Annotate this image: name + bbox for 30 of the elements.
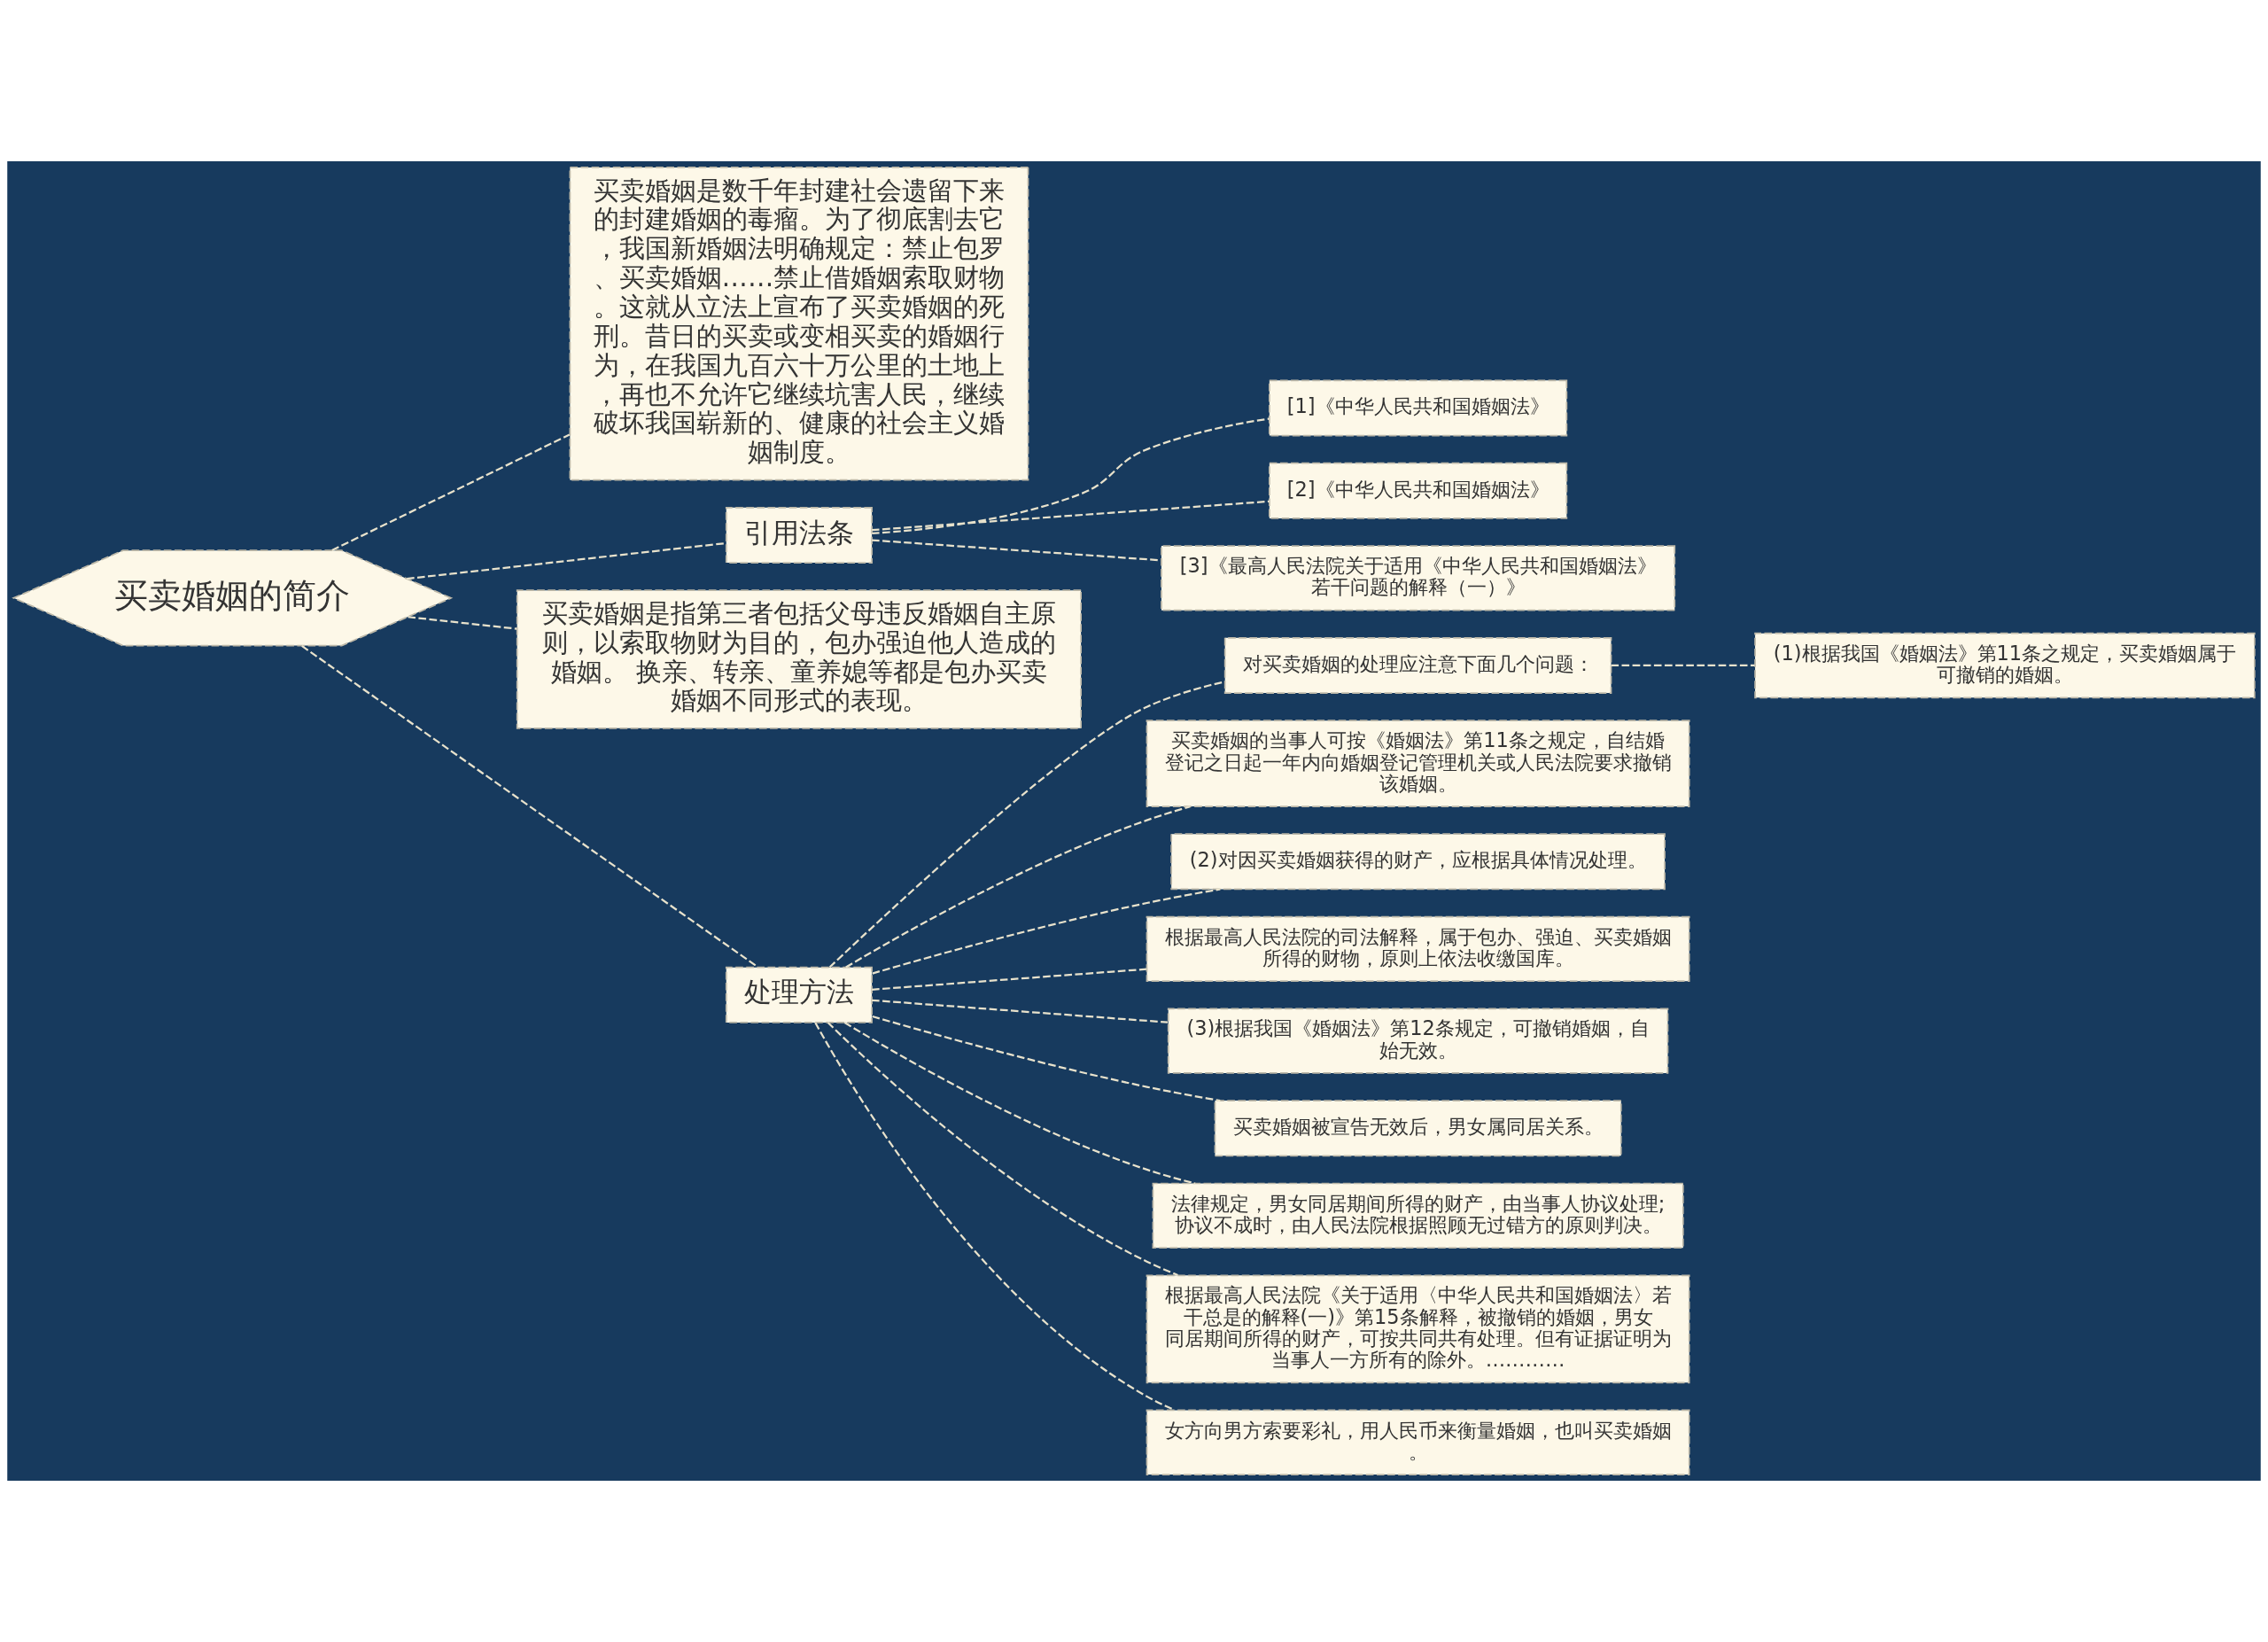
node-box: (3)根据我国《婚姻法》第12条规定，可撤销婚姻，自始无效。 <box>1167 1008 1669 1074</box>
connector <box>872 500 1270 532</box>
node-box: [2]《中华人民共和国婚姻法》 <box>1269 462 1568 519</box>
node-box: 根据最高人民法院《关于适用〈中华人民共和国婚姻法〉若干总是的解释(一)》第15条解释，被撤销的婚姻，男女同居期间所得的财产，可按共同共有处理。但有证据证明为当事人一方所有的除外。………… <box>1146 1274 1690 1384</box>
node-box: (2)对因买卖婚姻获得的财产，应根据具体情况处理。 <box>1170 833 1666 891</box>
connector <box>872 888 1221 975</box>
connector <box>1611 664 1755 667</box>
connector <box>408 616 517 630</box>
node-box: 买卖婚姻的当事人可按《婚姻法》第11条之规定，自结婚登记之日起一年内向婚姻登记管理机关或人民法院要求撤销该婚姻。 <box>1146 720 1690 807</box>
connector <box>872 968 1147 991</box>
node-box: (1)根据我国《婚姻法》第11条之规定，买卖婚姻属于可撤销的婚姻。 <box>1754 632 2256 699</box>
connector <box>843 1022 1196 1185</box>
node-box: [3]《最高人民法院关于适用《中华人民共和国婚姻法》若干问题的解释（一）》 <box>1161 545 1676 611</box>
connector <box>872 999 1169 1023</box>
node-box: 法律规定，男女同居期间所得的财产，由当事人协议处理;协议不成时，由人民法院根据照顾无过错方的原则判决。 <box>1152 1182 1684 1249</box>
node-box: 买卖婚姻是指第三者包括父母违反婚姻自主原则，以索取物财为目的，包办强迫他人造成的婚姻。 换亲、转亲、童养媳等都是包办买卖婚姻不同形式的表现。 <box>516 589 1082 729</box>
node-box: 处理方法 <box>725 966 873 1023</box>
node-box: 女方向男方索要彩礼，用人民币来衡量婚姻，也叫买卖婚姻。 <box>1146 1409 1690 1475</box>
connector <box>331 433 571 551</box>
node-box: 对买卖婚姻的处理应注意下面几个问题： <box>1223 636 1612 694</box>
connector <box>845 805 1191 969</box>
node-box: 买卖婚姻是数千年封建社会遗留下来的封建婚姻的毒瘤。为了彻底割去它，我国新婚姻法明确规定：禁止包罗、买卖婚姻……禁止借婚姻索取财物。这就从立法上宣布了买卖婚姻的死刑。昔日的买卖或变相买卖的婚姻行为，在我国九百六十万公里的土地上，再也不允许它继续坑害人民，继续破坏我国崭新的、健康的社会主义婚姻制度。 <box>569 167 1029 481</box>
connector <box>872 417 1270 535</box>
connector <box>872 1015 1221 1102</box>
node-box: 引用法条 <box>725 506 873 564</box>
connector <box>407 541 726 580</box>
node-box: 根据最高人民法院的司法解释，属于包办、强迫、买卖婚姻所得的财物，原则上依法收缴国库。 <box>1146 915 1690 983</box>
node-box: [1]《中华人民共和国婚姻法》 <box>1269 379 1568 437</box>
connector <box>827 1022 1178 1277</box>
node-box: 买卖婚姻被宣告无效后，男女属同居关系。 <box>1214 1100 1622 1157</box>
